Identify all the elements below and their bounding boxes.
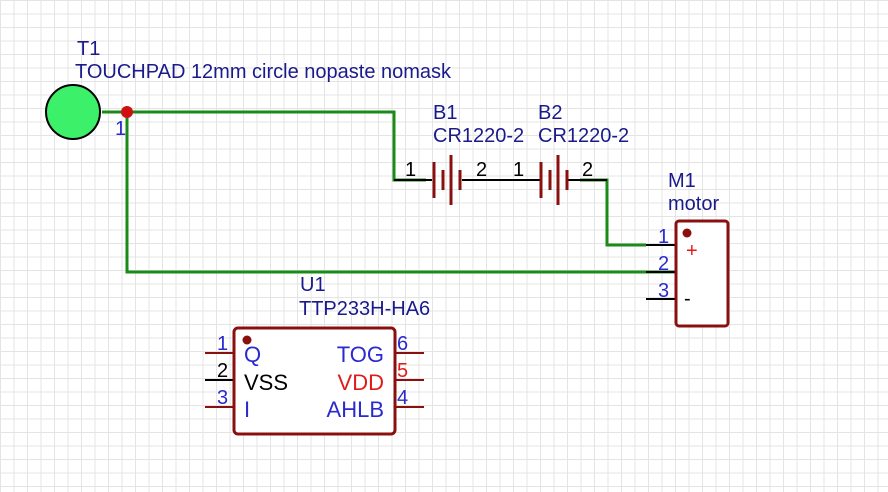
ic-body[interactable] — [232, 326, 397, 436]
ic-pin-tog-name: TOG — [337, 342, 384, 367]
ic-ref: U1 — [300, 274, 326, 296]
motor-m1[interactable]: M1 motor 1 2 3 + - — [646, 170, 730, 328]
motor-ref: M1 — [668, 170, 696, 192]
ic-pin-q-name: Q — [244, 342, 261, 367]
ic-pin1-marker — [242, 335, 252, 345]
touchpad-pad-shape[interactable] — [45, 84, 101, 140]
ic-pin5-number: 5 — [397, 360, 408, 382]
motor-pin1-number: 1 — [658, 226, 669, 248]
battery-b1-value: CR1220-2 — [433, 125, 524, 147]
ic-pin3-number: 3 — [217, 387, 228, 409]
motor-body[interactable] — [674, 219, 730, 328]
motor-pin2-number: 2 — [658, 253, 669, 275]
battery-b2-ref: B2 — [538, 102, 562, 124]
battery-b2-pin-right: 2 — [582, 159, 593, 181]
ic-pin-vdd-name: VDD — [338, 370, 384, 395]
wire-touchpad-to-b1[interactable] — [102, 110, 426, 182]
motor-pin1-marker — [682, 228, 692, 238]
ic-pin6-number: 6 — [397, 333, 408, 355]
ic-pin4-number: 4 — [397, 387, 408, 409]
ic-pin1-number: 1 — [217, 333, 228, 355]
motor-pin3-number: 3 — [658, 280, 669, 302]
touchpad-ref: T1 — [77, 38, 100, 60]
motor-plus-symbol: + — [686, 240, 698, 262]
motor-minus-symbol: - — [684, 288, 691, 310]
motor-value: motor — [668, 193, 719, 215]
battery-b1-pin-right: 2 — [476, 159, 487, 181]
touchpad-pin-number: 1 — [115, 118, 126, 140]
junction-dot — [121, 106, 133, 118]
ic-pin-i-name: I — [244, 397, 250, 422]
battery-b1[interactable]: B1 CR1220-2 1 2 — [394, 102, 524, 205]
battery-b2-pin-left: 1 — [513, 159, 524, 181]
touchpad-value: TOUCHPAD 12mm circle nopaste nomask — [75, 61, 452, 83]
wire-touchpad-to-motor-pin2[interactable] — [125, 112, 676, 274]
ic-value: TTP233H-HA6 — [299, 298, 430, 320]
ic-pin2-number: 2 — [217, 360, 228, 382]
ic-pin-vss-name: VSS — [244, 370, 288, 395]
battery-b1-pin-left: 1 — [405, 159, 416, 181]
battery-b2-value: CR1220-2 — [538, 125, 629, 147]
battery-b2[interactable]: B2 CR1220-2 1 2 — [503, 102, 629, 205]
touchpad-t1[interactable]: T1 TOUCHPAD 12mm circle nopaste nomask 1 — [45, 38, 452, 140]
battery-b1-ref: B1 — [433, 102, 457, 124]
ic-u1[interactable]: U1 TTP233H-HA6 1 2 3 Q VSS I 6 5 4 TOG V… — [205, 274, 430, 436]
wire-b2-to-motor-pin1[interactable] — [580, 178, 646, 247]
ic-pin-ahlb-name: AHLB — [327, 397, 384, 422]
